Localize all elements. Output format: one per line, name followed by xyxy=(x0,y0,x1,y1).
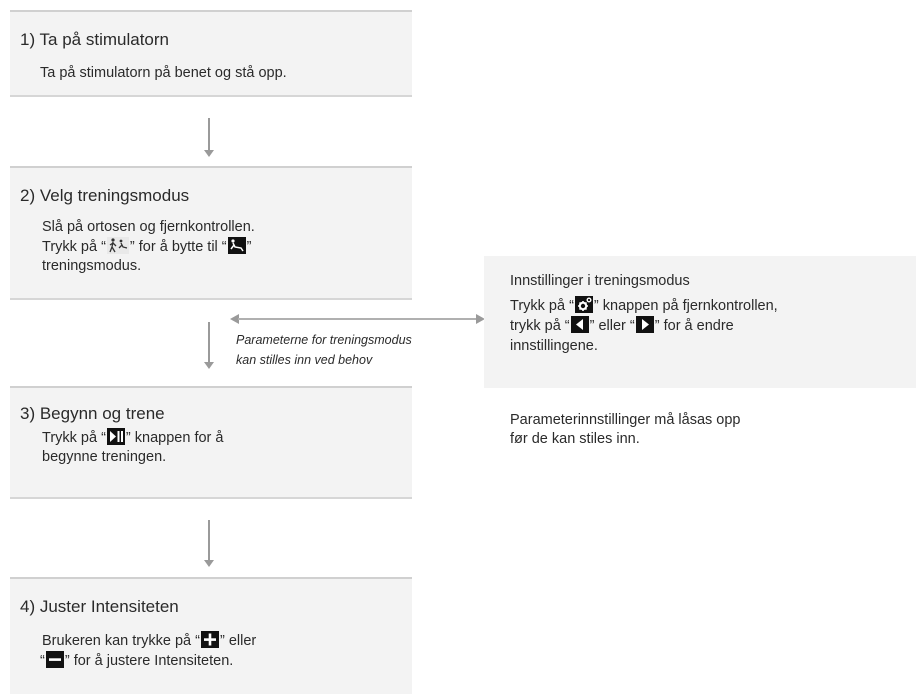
unlock-note-line-2: før de kan stiles inn. xyxy=(510,431,640,447)
double-arrow-right-head xyxy=(476,314,485,324)
step-4-line-2: “ ” for å justere Intensiteten. xyxy=(40,651,256,671)
step-1-box: 1) Ta på stimulatorn Ta på stimulatorn p… xyxy=(10,10,412,97)
settings-line-2-c: ” for å endre xyxy=(654,318,734,334)
step-4-box: 4) Juster Intensiteten Brukeren kan tryk… xyxy=(10,577,412,694)
step-3-line-1: Trykk på “ ” knappen for å xyxy=(42,428,223,448)
settings-title: Innstillinger i treningsmodus xyxy=(510,273,690,289)
settings-gear-icon xyxy=(574,296,593,313)
left-arrow-icon xyxy=(570,316,589,333)
step-4-line-2-b: ” for å justere Intensiteten. xyxy=(64,653,234,669)
arrow-3-4-line xyxy=(208,520,210,560)
step-2-title: 2) Velg treningsmodus xyxy=(20,186,190,205)
unlock-note: Parameterinnstillinger må låsas opp før … xyxy=(510,411,741,449)
step-1-text: Ta på stimulatorn på benet og stå opp. xyxy=(40,65,287,81)
step-4-line-2-a: “ xyxy=(40,653,45,669)
step-4-body: Brukeren kan trykke på “ ” eller “ ” for å… xyxy=(40,631,256,671)
plus-icon xyxy=(200,631,219,648)
double-arrow-left-head xyxy=(230,314,239,324)
step-4-title: 4) Juster Intensiteten xyxy=(20,597,179,616)
arrow-2-3-line xyxy=(208,322,210,362)
settings-line-1-b: ” knappen på fjernkontrollen, xyxy=(593,298,778,314)
settings-line-2-b: ” eller “ xyxy=(589,318,635,334)
arrow-2-3-head xyxy=(204,362,214,369)
step-3-body: Trykk på “ ” knappen for å begynne trenin… xyxy=(42,428,223,467)
step-2-box: 2) Velg treningsmodus Slå på ortosen og … xyxy=(10,166,412,300)
arrow-3-4-head xyxy=(204,560,214,567)
settings-line-1-a: Trykk på “ xyxy=(510,298,574,314)
settings-body: Trykk på “” knappen på fjernkontrollen, … xyxy=(510,296,778,356)
double-arrow-line xyxy=(238,318,478,320)
unlock-note-line-1: Parameterinnstillinger må låsas opp xyxy=(510,412,741,428)
walking-person-icon xyxy=(106,237,129,254)
parameter-note-line-2: kan stilles inn ved behov xyxy=(236,353,373,367)
settings-line-3: innstillingene. xyxy=(510,338,598,354)
right-arrow-icon xyxy=(635,316,654,333)
step-4-line-1-b: ” eller xyxy=(219,633,257,649)
step-2-body: Slå på ortosen og fjernkontrollen. Trykk… xyxy=(42,218,255,276)
step-2-line-1: Slå på ortosen og fjernkontrollen. xyxy=(42,219,255,235)
settings-line-2-a: trykk på “ xyxy=(510,318,570,334)
step-3-line-2: begynne treningen. xyxy=(42,449,167,465)
settings-line-1: Trykk på “ ” knappen på fjernkontrollen, xyxy=(510,296,778,316)
settings-line-2: trykk på “ ” eller “ ” for å endre xyxy=(510,316,778,336)
play-pause-icon xyxy=(106,428,125,445)
step-3-line-1-a: Trykk på “ xyxy=(42,430,106,446)
step-3-box: 3) Begynn og trene Trykk på “ ” knappen f… xyxy=(10,386,412,499)
parameter-note: Parameterne for treningsmodus kan stille… xyxy=(236,330,412,370)
training-mode-icon xyxy=(227,237,246,254)
parameter-note-line-1: Parameterne for treningsmodus xyxy=(236,333,412,347)
arrow-1-2-line xyxy=(208,118,210,152)
minus-icon xyxy=(45,651,64,668)
step-1-title: 1) Ta på stimulatorn xyxy=(20,30,169,49)
step-2-line-2-a: Trykk på “ xyxy=(42,239,106,255)
step-3-title: 3) Begynn og trene xyxy=(20,404,165,423)
step-1-body: Ta på stimulatorn på benet og stå opp. xyxy=(40,64,287,83)
step-3-line-1-b: ” knappen for å xyxy=(125,430,224,446)
step-2-line-2-c: ” xyxy=(246,239,252,255)
step-2-line-2: Trykk på “ ” for å bytte til “ ” xyxy=(42,237,255,257)
arrow-1-2-head xyxy=(204,150,214,157)
settings-info-box: Innstillinger i treningsmodus Trykk på “… xyxy=(484,256,916,388)
step-2-line-3: treningsmodus. xyxy=(42,258,142,274)
step-2-line-2-b: ” for å bytte til “ xyxy=(129,239,227,255)
step-4-line-1: Brukeren kan trykke på “ ” eller xyxy=(42,631,256,651)
step-4-line-1-a: Brukeren kan trykke på “ xyxy=(42,633,200,649)
